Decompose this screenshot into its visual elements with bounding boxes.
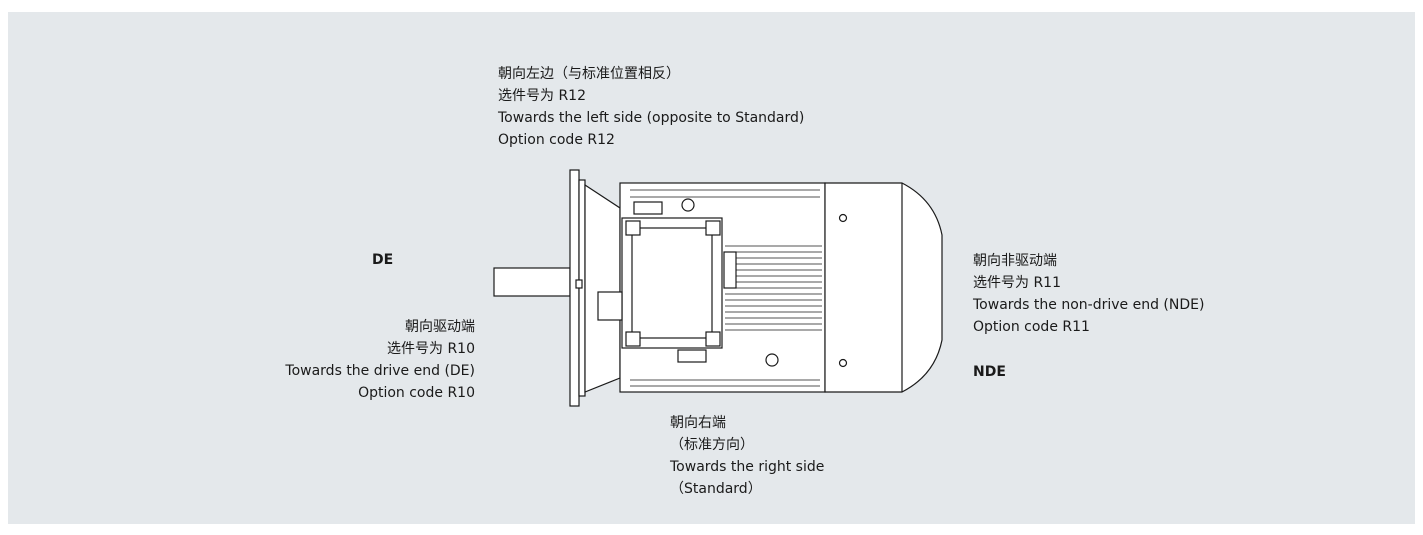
right-line2: 选件号为 R11 bbox=[973, 275, 1061, 291]
bottom-line1: 朝向右端 bbox=[670, 415, 726, 431]
bottom-line4: （Standard） bbox=[670, 481, 762, 497]
fan-cover bbox=[824, 182, 943, 393]
cable-gland-left bbox=[597, 291, 623, 321]
cable-gland-top bbox=[633, 201, 663, 215]
left-line1: 朝向驱动端 bbox=[405, 319, 475, 335]
top-line1: 朝向左边（与标准位置相反） bbox=[498, 66, 680, 82]
lifting-eye-bottom bbox=[765, 353, 779, 367]
left-line4: Option code R10 bbox=[358, 385, 475, 401]
label-bottom-right-side: 朝向右端 （标准方向） Towards the right side （Stan… bbox=[670, 412, 824, 500]
flange-cone bbox=[584, 183, 621, 393]
top-line2: 选件号为 R12 bbox=[498, 88, 586, 104]
motor-shaft bbox=[493, 267, 571, 297]
cable-gland-bottom bbox=[677, 349, 707, 363]
label-drive-end: 朝向驱动端 选件号为 R10 Towards the drive end (DE… bbox=[285, 316, 475, 404]
top-line3: Towards the left side (opposite to Stand… bbox=[498, 110, 805, 126]
lifting-eye-top bbox=[681, 198, 695, 212]
label-non-drive-end: 朝向非驱动端 选件号为 R11 Towards the non-drive en… bbox=[973, 250, 1204, 338]
left-line2: 选件号为 R10 bbox=[387, 341, 475, 357]
right-line3: Towards the non-drive end (NDE) bbox=[973, 297, 1205, 313]
top-line4: Option code R12 bbox=[498, 132, 615, 148]
nde-title: NDE bbox=[973, 364, 1006, 380]
de-title: DE bbox=[372, 252, 394, 268]
right-line1: 朝向非驱动端 bbox=[973, 253, 1057, 269]
right-line4: Option code R11 bbox=[973, 319, 1090, 335]
label-top-left-side: 朝向左边（与标准位置相反） 选件号为 R12 Towards the left … bbox=[498, 63, 804, 151]
left-line3: Towards the drive end (DE) bbox=[285, 363, 475, 379]
bottom-line3: Towards the right side bbox=[670, 459, 825, 475]
bottom-line2: （标准方向） bbox=[670, 437, 754, 453]
